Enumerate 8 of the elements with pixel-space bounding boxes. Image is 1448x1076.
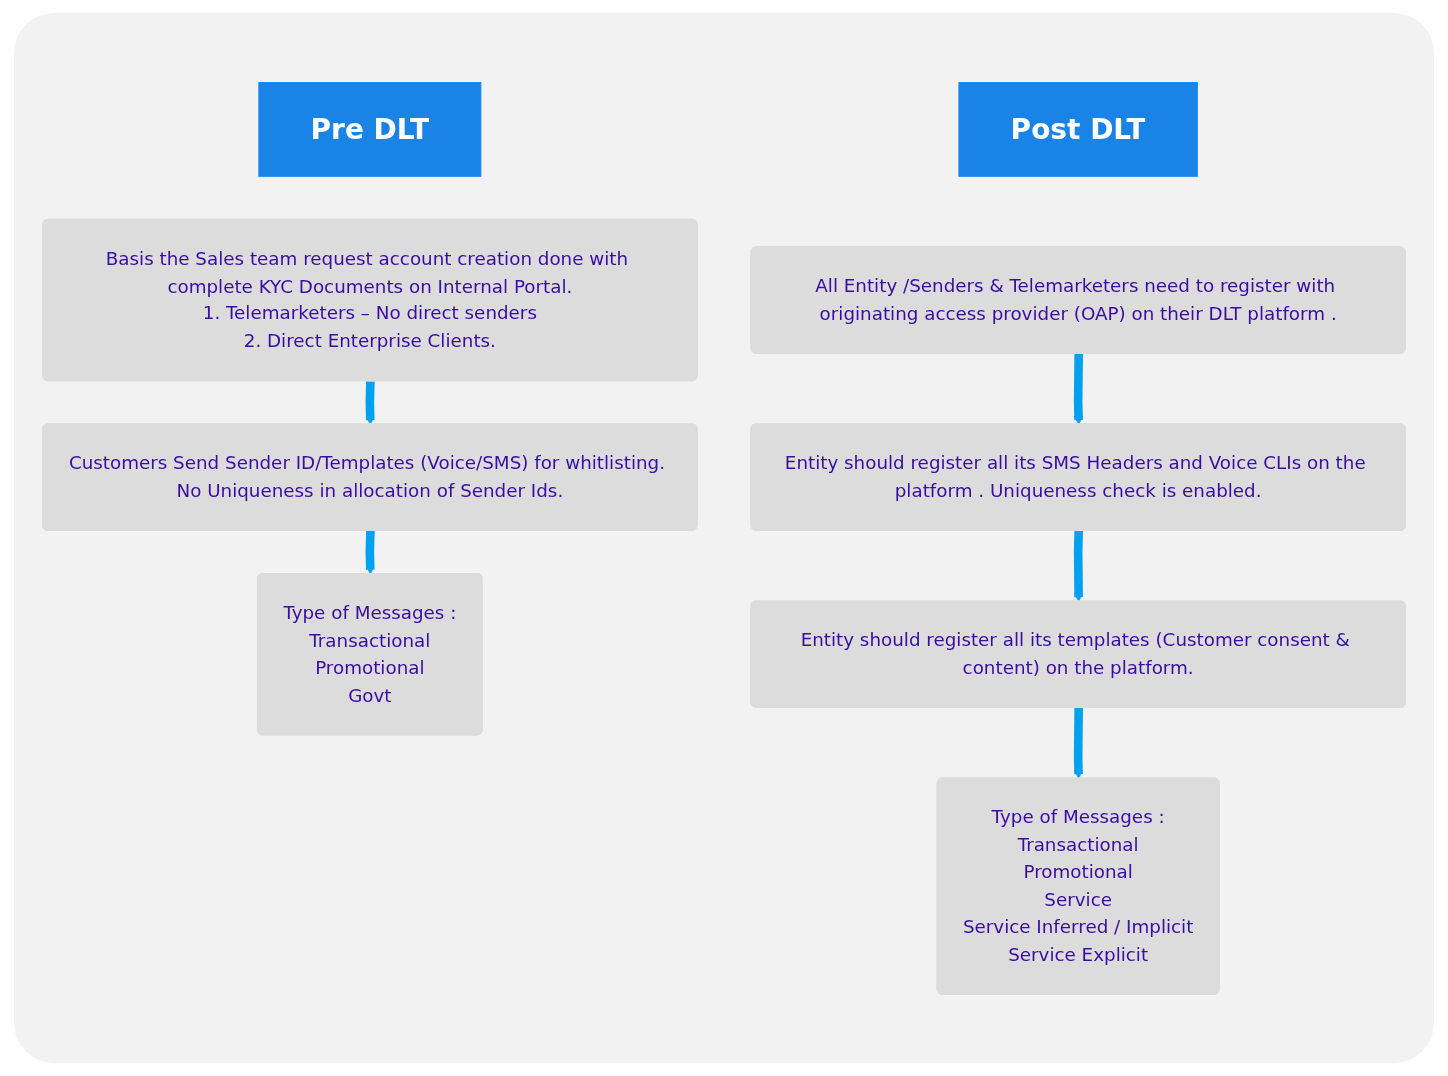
arrow: [1073, 530, 1084, 602]
arrow: [1073, 353, 1084, 425]
arrow: [365, 530, 375, 574]
node-box: [258, 81, 482, 177]
panel-background: Pre DLT Basis the Sales team request account creation done with complete KYC Documents on Internal Portal. 1. Telemarketers – No direct senders 2. Direct Enterprise Clients. Customers Send Sender ID/Templates (Voice/SMS) for whitlisting. No Uniqueness in allocation of Sender Ids. Type of Messages : Transactional Promotional Govt Post DLT All Entity /Senders & Telemarketers need to register with originating access provider (OAP) on their DLT platform . Entity should register all its SMS Headers and Voice CLIs on the platform . Uniqueness check is enabled. Entity should register all its templates (Customer consent & content) on the platform. Type of Messages : Transactional Promotional Service Service Inferred / Implicit Service Explicit: [14, 13, 1434, 1063]
arrow: [1073, 707, 1084, 779]
node-box: [958, 81, 1198, 177]
arrow: [365, 380, 375, 425]
